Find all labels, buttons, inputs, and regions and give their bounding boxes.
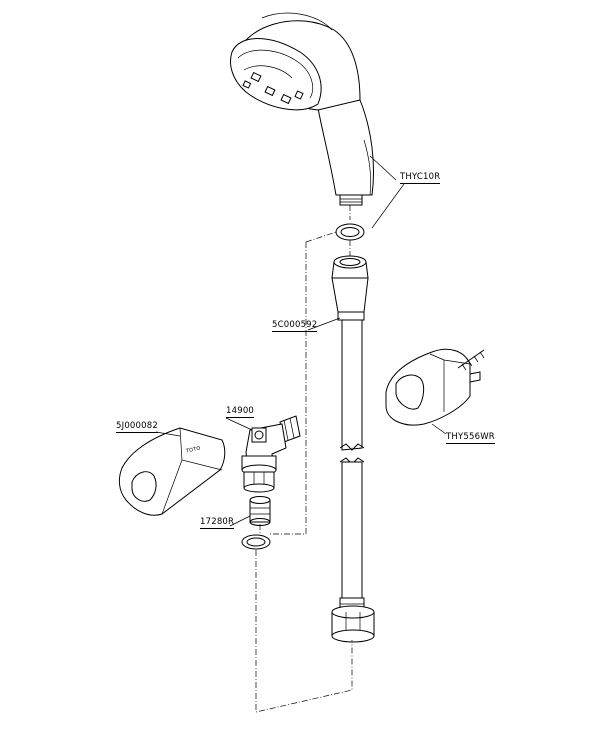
elbow-fitting <box>241 415 301 493</box>
shower-hose <box>331 255 375 643</box>
leader-shower-head <box>369 155 397 181</box>
leader-adapter <box>229 515 251 527</box>
label-adapter: 17280R <box>200 517 235 529</box>
leader-holder <box>155 431 181 437</box>
leader-elbow <box>225 417 253 431</box>
adapter-fitting <box>249 496 271 526</box>
washer-bottom <box>241 534 271 550</box>
wall-bracket <box>385 348 485 426</box>
label-hose: 5C000592 <box>272 320 318 332</box>
leader-hose <box>307 317 341 331</box>
washer-top <box>335 223 365 241</box>
leader-wall-bracket <box>431 423 447 435</box>
label-holder: 5J000082 <box>116 421 158 433</box>
label-shower-head: THYC10R <box>400 172 441 184</box>
label-elbow: 14900 <box>226 406 255 418</box>
shower-holder <box>118 427 226 516</box>
label-wall-bracket: THY556WR <box>446 432 495 444</box>
shower-head <box>230 12 374 206</box>
